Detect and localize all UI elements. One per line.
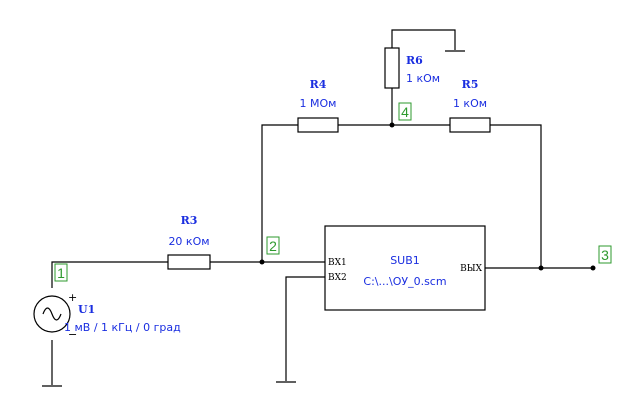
sub1-pin-out: ВЫХ (460, 264, 482, 274)
sub1-ref: SUB1 (390, 254, 420, 267)
sub1-pin-in2: ВХ2 (328, 273, 347, 283)
ac-source-u1[interactable] (33, 295, 71, 333)
u1-plus-sign: + (68, 291, 77, 304)
u1-value: 1 мВ / 1 кГц / 0 град (64, 321, 181, 334)
junction-node4 (389, 122, 395, 128)
sine-wave-icon (42, 307, 62, 321)
r3-value: 20 кОм (168, 235, 209, 248)
wire-r5-output (490, 124, 542, 268)
resistor-r6[interactable] (384, 47, 400, 89)
wire-sub1-in2-ground (285, 276, 325, 381)
node-label-2-text: 2 (269, 238, 277, 254)
u1-minus-sign: − (68, 328, 77, 341)
r4-value: 1 МОм (300, 97, 337, 110)
sub1-pin-in1: ВХ1 (328, 258, 347, 268)
wire-node1-r3 (51, 261, 168, 288)
node-label-2: 2 (266, 236, 280, 255)
r3-ref: R3 (181, 214, 198, 227)
node-label-3-text: 3 (601, 247, 609, 263)
junction-node3 (590, 265, 596, 271)
resistor-r3[interactable] (167, 254, 211, 270)
junction-output (538, 265, 544, 271)
resistor-r4[interactable] (297, 117, 339, 133)
resistor-r5[interactable] (449, 117, 491, 133)
node-label-4-text: 4 (401, 104, 409, 120)
r4-ref: R4 (310, 78, 327, 91)
node-label-1-text: 1 (57, 265, 65, 281)
sub1-file: C:\...\ОУ_0.scm (363, 275, 446, 288)
wire-node2-r4 (261, 124, 298, 262)
node-label-4: 4 (398, 102, 412, 121)
node-label-1: 1 (54, 263, 68, 282)
junction-node2 (259, 259, 265, 265)
u1-ref: U1 (78, 303, 95, 316)
node-label-3: 3 (598, 245, 612, 264)
r6-ref: R6 (406, 54, 423, 67)
r5-value: 1 кОм (453, 97, 487, 110)
r5-ref: R5 (462, 78, 479, 91)
r6-value: 1 кОм (406, 72, 440, 85)
wire-r6-ground (391, 29, 456, 50)
subcircuit-sub1[interactable] (324, 225, 486, 311)
